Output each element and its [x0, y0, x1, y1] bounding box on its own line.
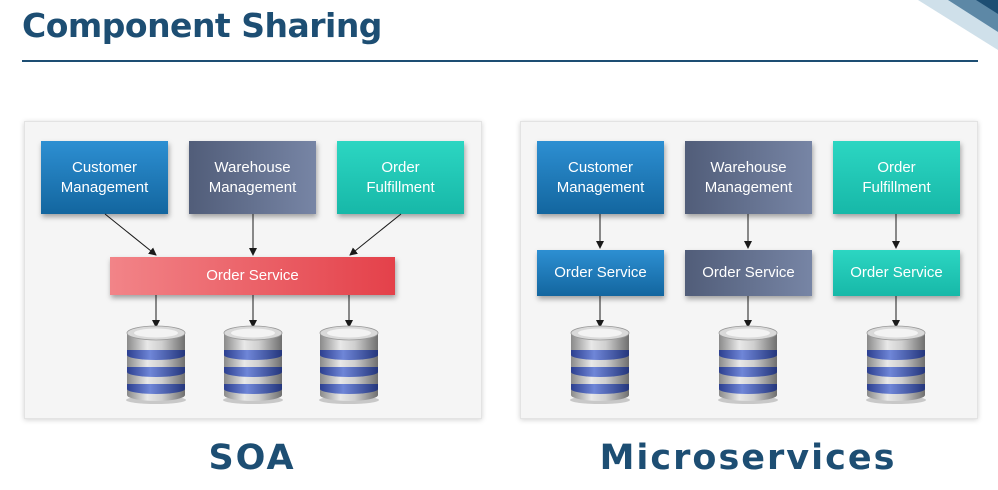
database-icon	[865, 324, 927, 404]
soa-connectors	[104, 213, 402, 328]
soa-caption: SOA	[208, 438, 296, 478]
page-title: Component Sharing	[22, 6, 382, 45]
title-underline	[22, 60, 978, 62]
soa-arrow-customer-to-service	[104, 213, 157, 256]
ms-connectors	[596, 214, 900, 328]
ms-customer-management-box: Customer Management	[537, 141, 664, 214]
database-icon	[569, 324, 631, 404]
soa-order-fulfillment-box: Order Fulfillment	[337, 141, 464, 214]
ms-order-fulfillment-box: Order Fulfillment	[833, 141, 960, 214]
database-icon	[222, 324, 284, 404]
microservices-caption: Microservices	[599, 438, 897, 478]
corner-decoration	[918, 0, 998, 50]
ms-order-service-3: Order Service	[833, 250, 960, 296]
database-icon	[125, 324, 187, 404]
soa-warehouse-management-box: Warehouse Management	[189, 141, 316, 214]
database-icon	[318, 324, 380, 404]
ms-warehouse-management-box: Warehouse Management	[685, 141, 812, 214]
ms-order-service-2: Order Service	[685, 250, 812, 296]
microservices-panel: Customer Management Warehouse Management…	[520, 121, 978, 419]
database-icon	[717, 324, 779, 404]
soa-arrow-fulfillment-to-service	[349, 213, 402, 256]
soa-panel: Customer Management Warehouse Management…	[24, 121, 482, 419]
ms-order-service-1: Order Service	[537, 250, 664, 296]
soa-customer-management-box: Customer Management	[41, 141, 168, 214]
soa-shared-order-service: Order Service	[110, 257, 395, 295]
